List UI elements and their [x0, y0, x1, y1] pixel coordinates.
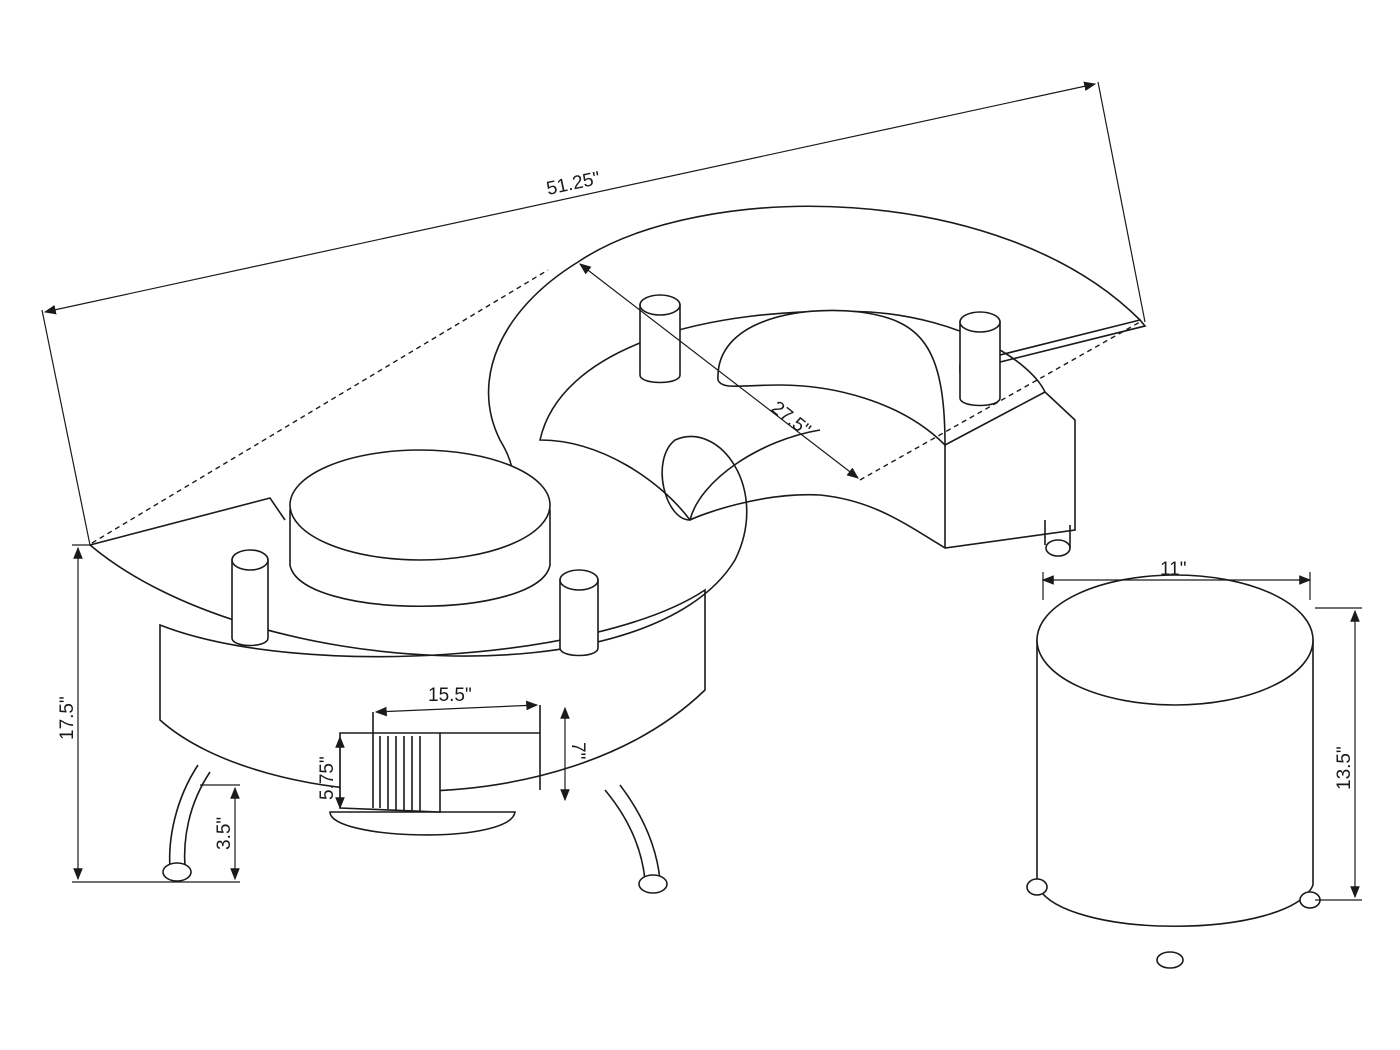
dimension-lines [41, 81, 1362, 901]
label-leg-clearance: 3.5" [214, 817, 235, 850]
label-overall-length: 51.25" [545, 168, 602, 200]
ottoman [1026, 574, 1321, 969]
left-ottoman [289, 449, 551, 607]
label-drawer-width: 15.5" [428, 685, 472, 706]
label-ottoman-diameter: 11" [1160, 559, 1186, 580]
label-drawer-height: 5.75" [317, 756, 338, 800]
table-legs [162, 764, 668, 894]
label-drawer-depth: 7" [567, 742, 588, 759]
drawer [339, 705, 541, 813]
label-ottoman-height: 13.5" [1334, 746, 1355, 790]
label-table-height: 17.5" [57, 696, 78, 740]
